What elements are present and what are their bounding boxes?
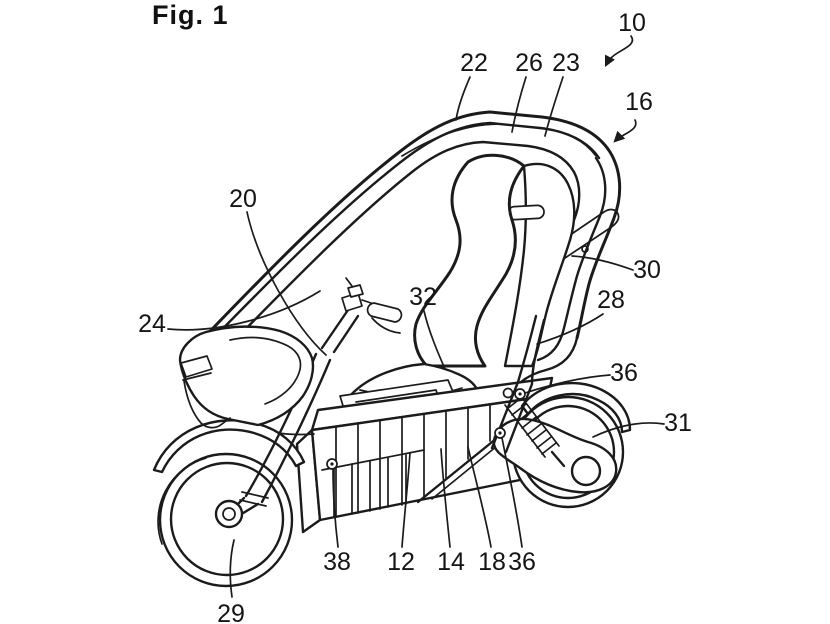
handlebar [320,277,403,354]
leader-line-31 [592,422,665,438]
battery-box [227,376,554,534]
leader-line-14 [440,448,451,548]
leader-line-18 [467,446,492,548]
ref-numeral-26: 26 [515,49,543,77]
seat-back [413,153,526,368]
ref-numeral-29: 29 [217,600,245,624]
ref-numeral-38: 38 [323,548,351,576]
rear-axle [570,455,602,487]
leader-line-12 [401,452,411,548]
ref-numeral-20: 20 [229,185,257,213]
ref-numeral-18: 18 [478,548,506,576]
leader-line-10 [605,35,634,67]
handlebar-grip [366,302,403,323]
leader-line-38 [332,468,339,548]
ref-numeral-30: 30 [633,256,661,284]
ref-numeral-31: 31 [664,409,692,437]
ref-numeral-23: 23 [552,49,580,77]
leader-line-20 [246,211,327,356]
leader-line-30 [571,255,634,271]
front-fender [152,419,306,474]
leader-line-16 [613,119,637,143]
ref-numeral-36: 36 [610,359,638,387]
leader-line-24 [167,290,321,331]
leader-line-32 [423,310,446,370]
leader-line-22 [455,76,471,121]
front-cowl [178,325,315,429]
ref-numeral-32: 32 [409,283,437,311]
rear-fender [520,381,632,434]
leader-line-23 [544,76,564,137]
ref-numeral-36: 36 [508,548,536,576]
leader-line-36 [501,437,523,548]
ref-numeral-16: 16 [625,88,653,116]
ref-numeral-10: 10 [618,9,646,37]
leader-line-26 [511,76,527,133]
frame-gusset [416,436,499,504]
ref-numeral-14: 14 [437,548,465,576]
canopy-roof-frame [188,110,622,362]
rear-strut [490,314,546,454]
front-hub [214,499,244,529]
leader-line-29 [229,539,235,598]
leader-line-28 [536,313,604,345]
backrest-slot [507,204,545,221]
leader-line-36 [524,374,611,394]
ref-numeral-24: 24 [138,310,166,338]
ref-numeral-28: 28 [597,286,625,314]
ref-numeral-12: 12 [387,548,415,576]
panel-screw [581,245,589,253]
headlight [180,355,213,378]
figure-title: Fig. 1 [152,0,229,30]
ref-numeral-22: 22 [460,49,488,77]
